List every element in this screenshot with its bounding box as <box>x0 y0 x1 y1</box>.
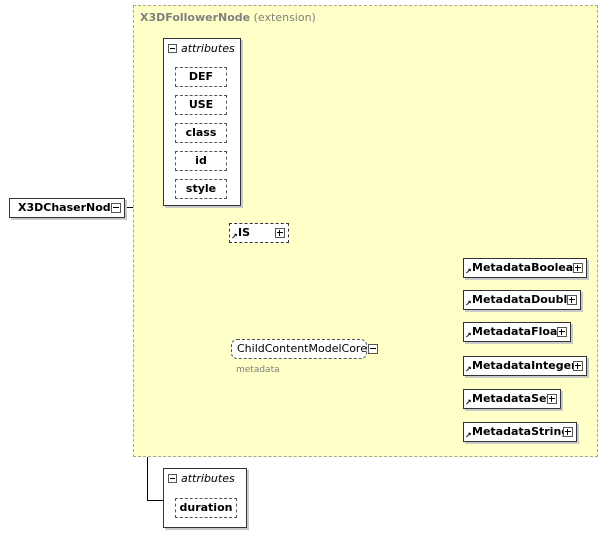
attribute-label: class <box>185 126 217 139</box>
expand-icon[interactable] <box>567 295 577 305</box>
expand-icon[interactable] <box>573 361 583 371</box>
child-content-model-core-group[interactable]: ChildContentModelCore <box>231 339 378 359</box>
is-element[interactable]: ↗ IS <box>229 223 289 243</box>
reference-arrow-icon: ↗ <box>465 331 472 340</box>
reference-arrow-icon: ↗ <box>465 398 472 407</box>
is-element-label: IS <box>238 226 251 239</box>
extension-title: X3DFollowerNode (extension) <box>140 11 316 24</box>
expand-icon[interactable] <box>275 228 285 238</box>
attribute-def[interactable]: DEF <box>175 67 227 87</box>
attribute-label: USE <box>188 98 214 111</box>
collapse-icon[interactable] <box>168 474 177 483</box>
attribute-label: id <box>195 154 207 167</box>
element-metadata-double[interactable]: ↗ MetadataDouble <box>463 290 581 310</box>
reference-arrow-icon: ↗ <box>465 431 472 440</box>
element-metadata-float[interactable]: ↗ MetadataFloat <box>463 322 571 342</box>
element-metadata-boolean[interactable]: ↗ MetadataBoolean <box>463 258 587 278</box>
extension-type-name: X3DFollowerNode <box>140 11 251 24</box>
attribute-label: DEF <box>188 70 214 83</box>
root-element-label: X3DChaserNode <box>18 201 119 214</box>
attribute-duration[interactable]: duration <box>175 498 237 518</box>
element-label: MetadataString <box>472 425 570 438</box>
attribute-style[interactable]: style <box>175 179 227 199</box>
attribute-label: style <box>185 182 217 195</box>
reference-arrow-icon: ↗ <box>465 365 472 374</box>
element-label: MetadataInteger <box>472 359 577 372</box>
expand-icon[interactable] <box>563 427 573 437</box>
attributes-header[interactable]: attributes <box>168 472 235 485</box>
group-caption: metadata <box>236 365 280 375</box>
attributes-header-label: attributes <box>181 472 235 485</box>
group-ref-label: ChildContentModelCore <box>237 342 367 355</box>
attribute-id[interactable]: id <box>175 151 227 171</box>
collapse-icon[interactable] <box>368 344 378 354</box>
reference-arrow-icon: ↗ <box>231 232 238 241</box>
expand-icon[interactable] <box>547 394 557 404</box>
inherited-attributes-group: attributes <box>163 38 241 206</box>
element-label: MetadataSet <box>472 392 552 405</box>
attribute-class[interactable]: class <box>175 123 227 143</box>
root-element[interactable]: X3DChaserNode <box>9 198 125 218</box>
element-label: MetadataDouble <box>472 293 575 306</box>
extension-kind: (extension) <box>253 11 316 24</box>
element-label: MetadataFloat <box>472 325 563 338</box>
expand-icon[interactable] <box>573 263 583 273</box>
attributes-header-label: attributes <box>181 42 235 55</box>
element-metadata-string[interactable]: ↗ MetadataString <box>463 422 577 442</box>
collapse-icon[interactable] <box>111 203 121 213</box>
reference-arrow-icon: ↗ <box>465 299 472 308</box>
reference-arrow-icon: ↗ <box>465 267 472 276</box>
element-metadata-integer[interactable]: ↗ MetadataInteger <box>463 356 587 376</box>
element-metadata-set[interactable]: ↗ MetadataSet <box>463 389 561 409</box>
element-label: MetadataBoolean <box>472 261 582 274</box>
attributes-header[interactable]: attributes <box>168 42 235 55</box>
expand-icon[interactable] <box>557 327 567 337</box>
attribute-label: duration <box>179 501 233 514</box>
collapse-icon[interactable] <box>168 44 177 53</box>
attribute-use[interactable]: USE <box>175 95 227 115</box>
